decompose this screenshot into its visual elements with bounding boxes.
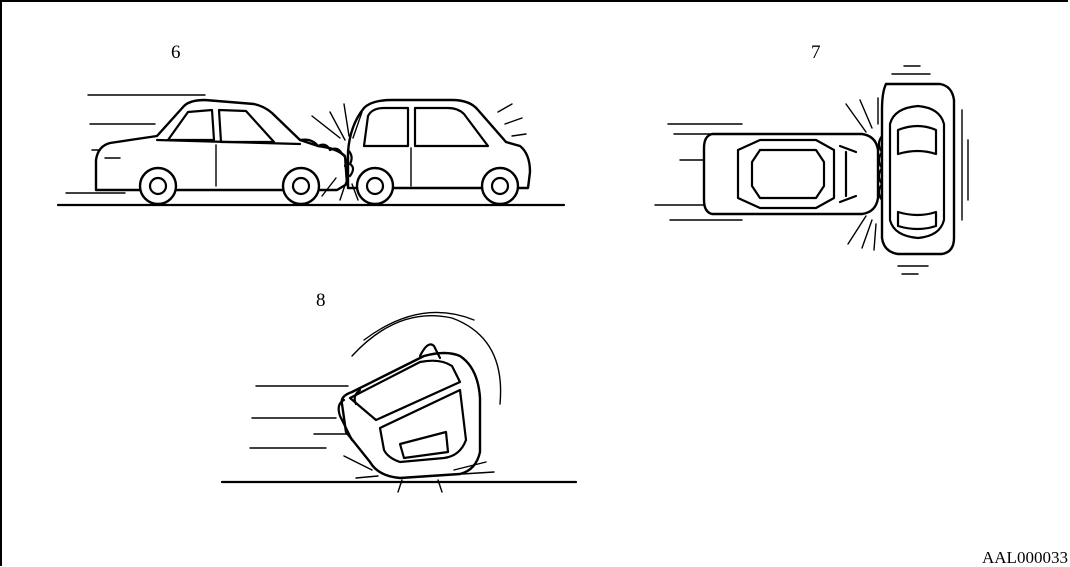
struck-car	[879, 84, 954, 254]
speed-lines	[250, 386, 350, 448]
panel-6-illustration	[58, 95, 564, 205]
striking-car	[96, 100, 347, 204]
rolling-car	[339, 344, 480, 478]
panel-7-illustration	[655, 66, 968, 274]
striking-car	[704, 134, 878, 214]
struck-car	[348, 100, 530, 204]
panel-8-illustration	[222, 312, 576, 492]
